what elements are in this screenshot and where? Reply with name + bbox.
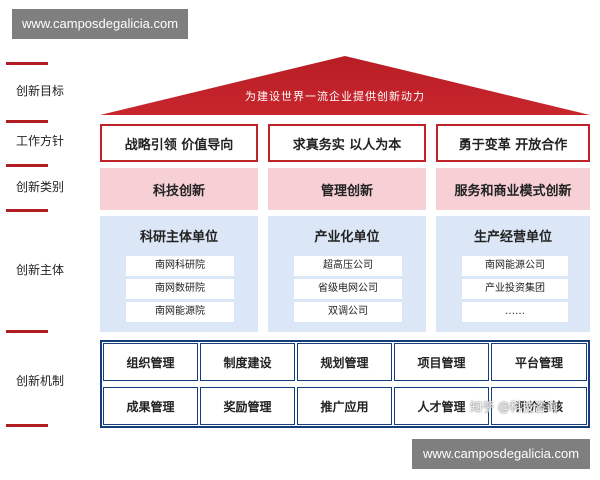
unit-item: 南网能源院 <box>126 302 234 322</box>
mechanism-cell: 组织管理 <box>103 343 198 381</box>
unit-item: 省级电网公司 <box>294 279 402 299</box>
unit-item: 南网能源公司 <box>462 256 568 276</box>
label-bar-top <box>6 62 48 65</box>
row-label-goal-text: 创新目标 <box>16 84 65 98</box>
mechanism-cell: 成果管理 <box>103 387 198 425</box>
subject-title: 产业化单位 <box>314 230 380 245</box>
row-label-goal: 创新目标 <box>6 62 90 102</box>
unit-item: 南网数研院 <box>126 279 234 299</box>
row-label-subject-text: 创新主体 <box>16 263 65 277</box>
row-label-guideline: 工作方针 <box>6 120 90 160</box>
row-label-category-text: 创新类别 <box>16 180 65 194</box>
mechanism-cell: 项目管理 <box>394 343 489 381</box>
subject-column-2: 产业化单位 超高压公司 省级电网公司 双调公司 <box>268 216 426 332</box>
label-bar-bottom <box>6 424 48 427</box>
mechanism-cell: 奖励管理 <box>200 387 295 425</box>
mechanism-cell: 评价考核 <box>491 387 587 425</box>
mechanism-cell: 平台管理 <box>491 343 587 381</box>
mechanism-cell: 人才管理 <box>394 387 489 425</box>
watermark-top: www.camposdegalicia.com <box>12 9 188 39</box>
subject-column-1: 科研主体单位 南网科研院 南网数研院 南网能源院 <box>100 216 258 332</box>
row-label-category: 创新类别 <box>6 164 90 212</box>
label-bar-bottom <box>6 330 48 333</box>
row-label-guideline-text: 工作方针 <box>16 134 65 148</box>
subject-title: 生产经营单位 <box>473 230 552 245</box>
row-label-subject: 创新主体 <box>6 218 90 334</box>
watermark-bottom: www.camposdegalicia.com <box>412 439 590 469</box>
subject-column-3: 生产经营单位 南网能源公司 产业投资集团 …… <box>436 216 590 332</box>
mechanism-cell: 制度建设 <box>200 343 295 381</box>
subject-title: 科研主体单位 <box>139 230 218 245</box>
unit-item: 超高压公司 <box>294 256 402 276</box>
unit-item: 南网科研院 <box>126 256 234 276</box>
credit-watermark: 知乎 @科技咨询 <box>470 400 558 414</box>
category-box-3: 服务和商业模式创新 <box>436 168 590 210</box>
label-bar-top <box>6 120 48 123</box>
label-bar-top <box>6 164 48 167</box>
label-bar-bottom <box>6 209 48 212</box>
guideline-box-2: 求真务实 以人为本 <box>268 124 426 162</box>
roof-title: 为建设世界一流企业提供创新动力 <box>245 90 425 103</box>
guideline-box-3: 勇于变革 开放合作 <box>436 124 590 162</box>
row-label-mechanism-text: 创新机制 <box>16 374 65 388</box>
guideline-box-1: 战略引领 价值导向 <box>100 124 258 162</box>
roof-shape <box>100 56 590 115</box>
unit-item: 产业投资集团 <box>462 279 568 299</box>
roof-triangle <box>100 56 590 115</box>
mechanism-cell: 推广应用 <box>297 387 392 425</box>
category-box-1: 科技创新 <box>100 168 258 210</box>
row-label-mechanism: 创新机制 <box>6 340 90 430</box>
mechanism-cell: 规划管理 <box>297 343 392 381</box>
category-box-2: 管理创新 <box>268 168 426 210</box>
unit-item: 双调公司 <box>294 302 402 322</box>
unit-item: …… <box>462 302 568 322</box>
